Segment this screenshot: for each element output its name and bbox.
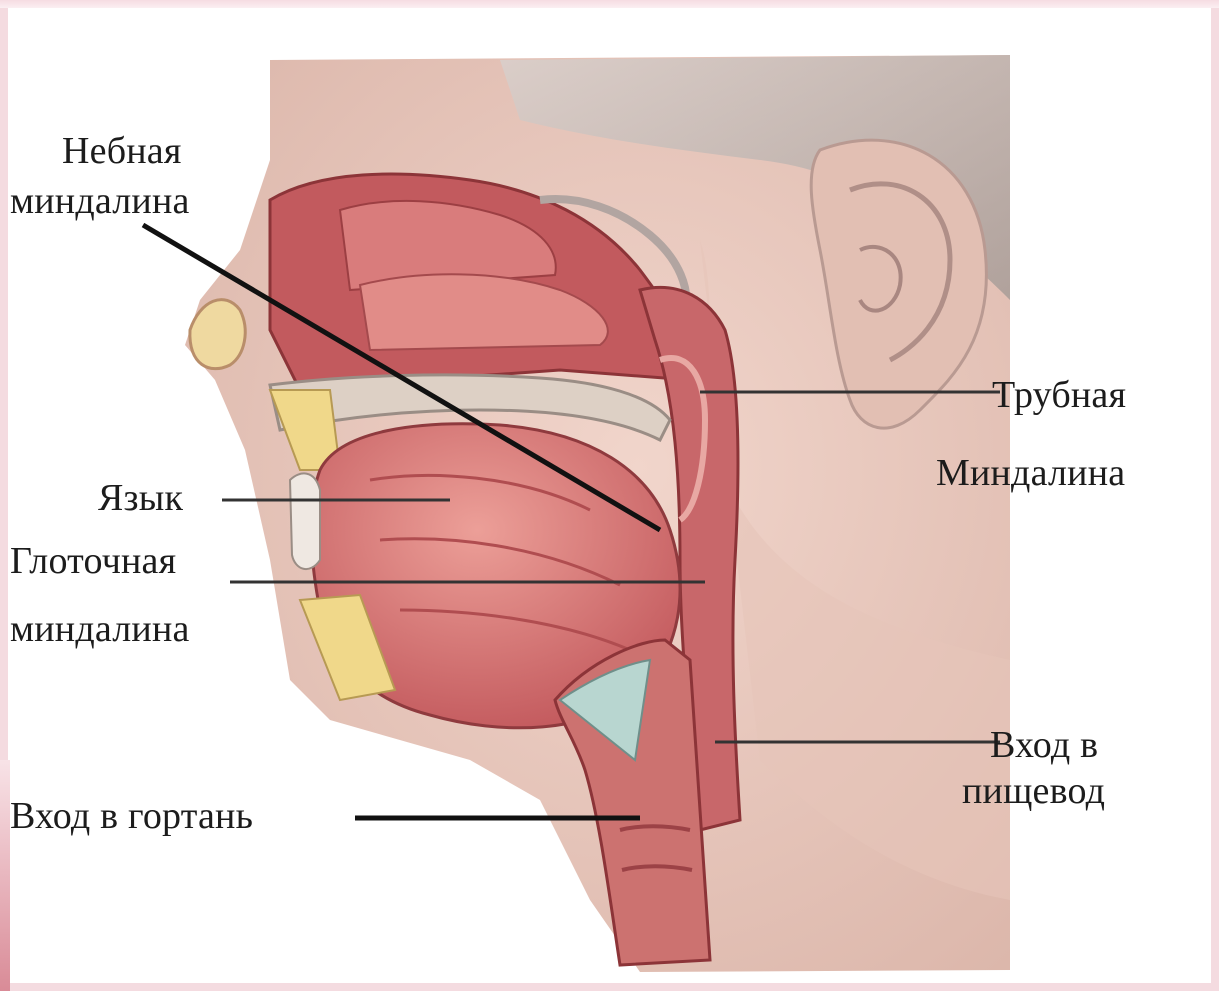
palatine-tonsil-label-line1: Небная (62, 130, 182, 172)
tubal-tonsil-label-line1: Трубная (992, 374, 1126, 416)
esophagus-entrance-label-line1: Вход в (990, 724, 1098, 766)
esophagus-entrance-label-line2: пищевод (962, 770, 1105, 812)
pharyngeal-tonsil-label-line2: миндалина (10, 608, 190, 650)
pharyngeal-tonsil-label: Глоточная (10, 538, 176, 584)
palatine-tonsil-label-2: миндалина (10, 178, 190, 224)
esophagus-entrance-label-2: пищевод (962, 768, 1105, 814)
palatine-tonsil-label: Небная (62, 128, 182, 174)
larynx-entrance-label: Вход в гортань (10, 793, 253, 839)
tubal-tonsil-label: Трубная (992, 372, 1126, 418)
tubal-tonsil-label-line2: Миндалина (936, 452, 1125, 494)
pharyngeal-tonsil-label-2: миндалина (10, 606, 190, 652)
palatine-tonsil-label-line2: миндалина (10, 180, 190, 222)
tubal-tonsil-label-2: Миндалина (936, 450, 1125, 496)
larynx-entrance-label-text: Вход в гортань (10, 795, 253, 837)
tongue-label-text: Язык (98, 477, 183, 519)
esophagus-entrance-label: Вход в (990, 722, 1098, 768)
tongue-label: Язык (98, 475, 183, 521)
pharyngeal-tonsil-label-line1: Глоточная (10, 540, 176, 582)
